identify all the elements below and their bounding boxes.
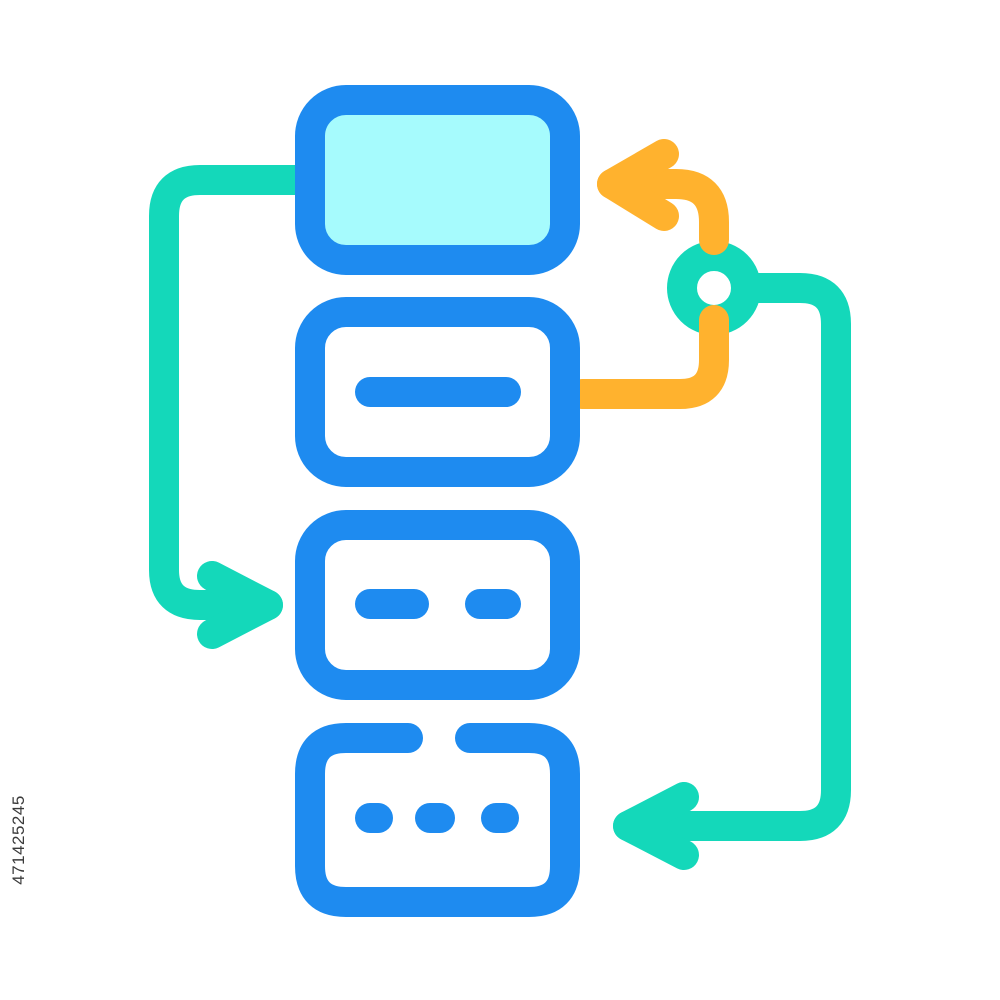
stock-image-id: 471425245 [8,735,30,945]
stock-image-id-text: 471425245 [9,795,28,885]
arrow-curved-head [597,139,679,231]
right-loop-line [613,273,851,841]
block-header-frame [295,85,580,275]
block-two-dashes-frame [295,510,580,700]
flowchart-block-three-dots [295,723,580,917]
left-loop-line [149,165,310,620]
arrow-right-icon [197,561,283,649]
flowchart-block-two-dashes [295,510,580,700]
arrow-curved-icon [597,169,729,255]
feedback-connector [567,139,729,409]
left-loop-connector [149,165,310,649]
flowchart-block-header [295,85,580,275]
feedback-line [567,305,729,409]
arrow-left-icon [613,782,699,870]
flowchart-block-single-line [295,297,580,487]
right-loop-connector [613,241,851,870]
